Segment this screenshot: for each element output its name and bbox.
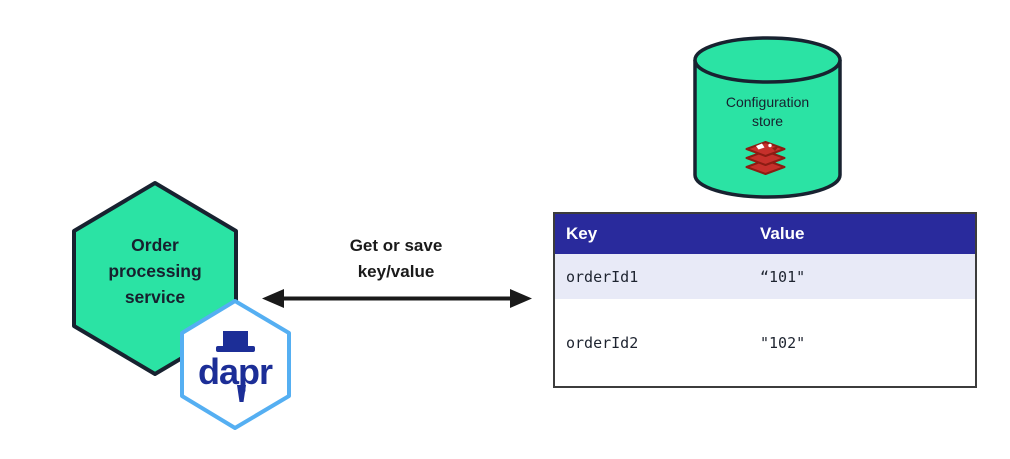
redis-icon: [745, 141, 786, 175]
arrow-label-line2: key/value: [357, 262, 435, 281]
table-header-row: Key Value: [555, 214, 975, 254]
order-service-label: Order processing service: [75, 232, 235, 310]
table-cell-value: "102": [760, 333, 806, 352]
table-header-key: Key: [566, 224, 598, 243]
order-service-label-line2: processing: [108, 261, 202, 281]
config-store-label: Configuration store: [694, 93, 841, 131]
table-header-value: Value: [760, 224, 805, 243]
config-store-cylinder: [693, 36, 842, 199]
order-service-label-line1: Order: [131, 235, 179, 255]
key-value-table: Key Value orderId1 “101" orderId2 "102": [553, 212, 977, 388]
order-service-label-line3: service: [124, 287, 186, 307]
table-row: orderId1 “101": [555, 254, 975, 299]
dapr-wordmark: dapr: [197, 351, 273, 392]
table-row: orderId2 "102": [555, 299, 975, 386]
table-cell-key: orderId2: [566, 333, 639, 352]
arrow-label-line1: Get or save: [349, 236, 443, 255]
dapr-tie-icon: [237, 385, 246, 402]
arrow-label: Get or save key/value: [296, 233, 496, 285]
table-cell-value: “101": [760, 267, 806, 286]
config-store-label-line1: Configuration: [725, 94, 810, 110]
table-cell-key: orderId1: [566, 267, 639, 286]
dapr-hat-icon: [216, 331, 255, 352]
bidirectional-arrow-icon: [262, 289, 532, 308]
config-store-label-line2: store: [751, 113, 784, 129]
dapr-hexagon: [180, 299, 291, 430]
